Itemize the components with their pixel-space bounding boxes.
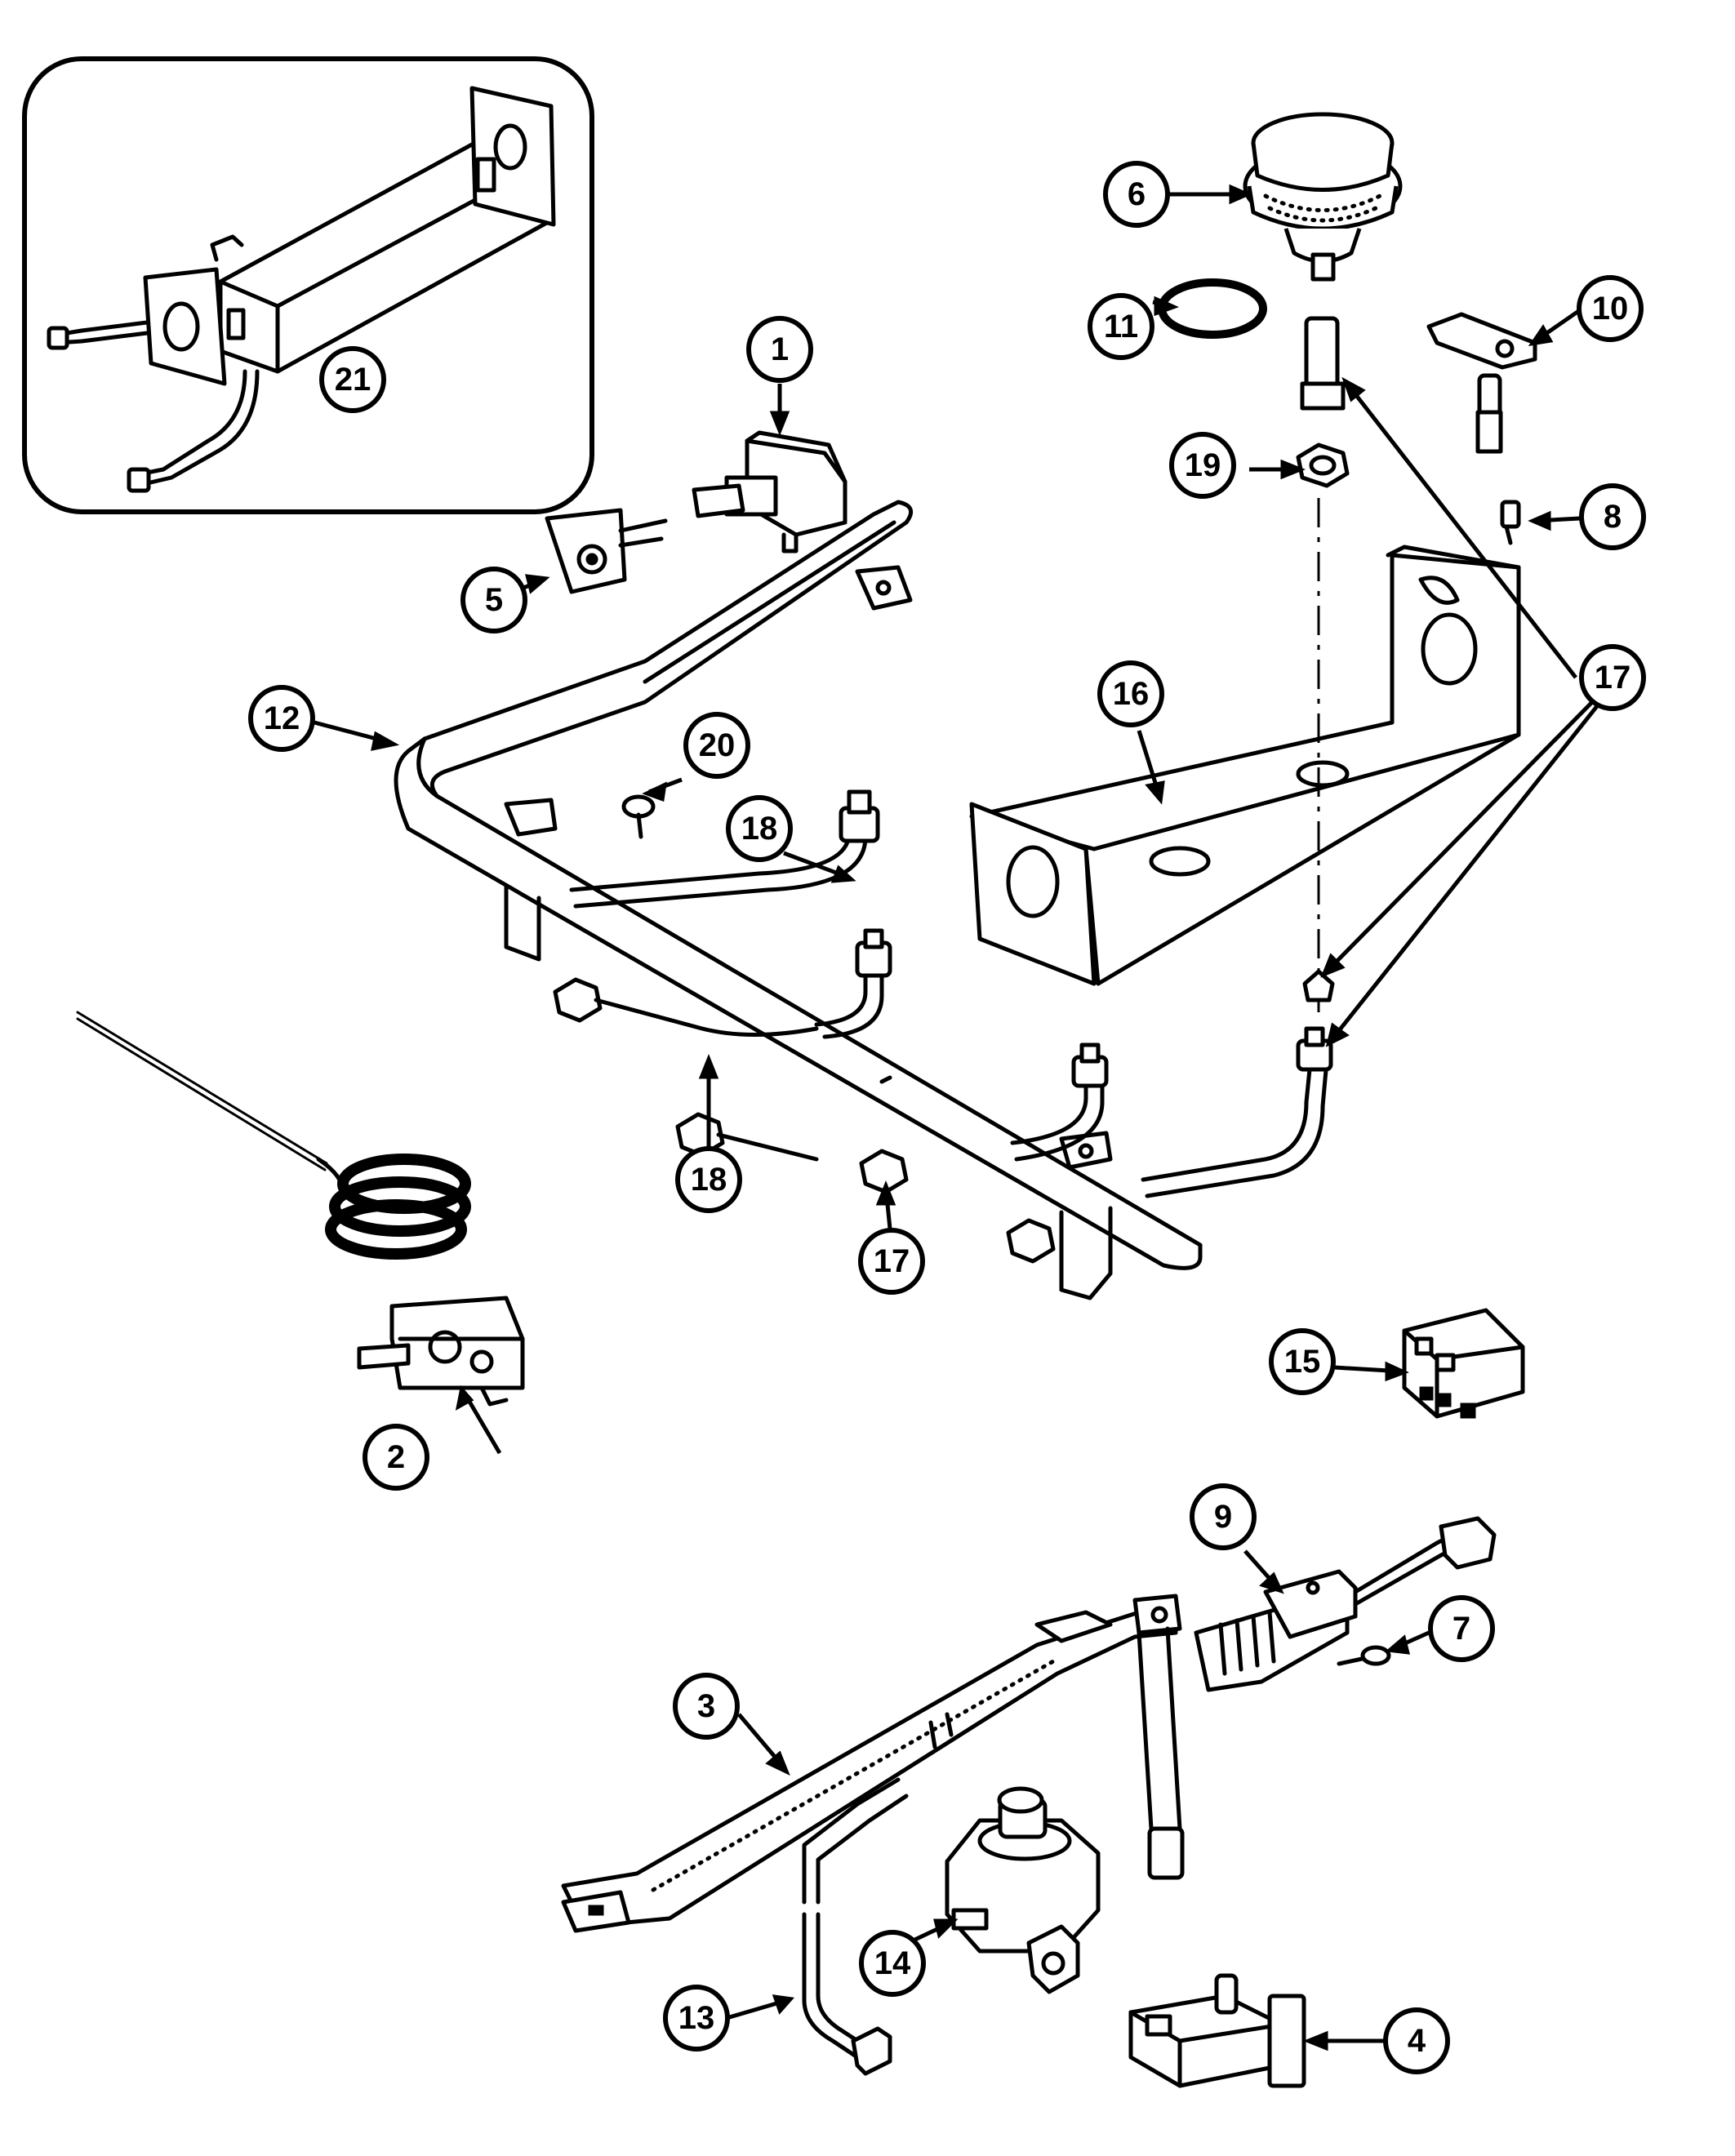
part-16-burner-bracket — [969, 545, 1521, 986]
callout-1: 1 — [746, 316, 813, 383]
callout-21: 21 — [319, 346, 386, 413]
callout-label: 1 — [771, 331, 789, 367]
callout-label: 10 — [1592, 291, 1629, 327]
part-6-burner-head — [1243, 112, 1403, 282]
callout-label: 4 — [1408, 2023, 1426, 2059]
arrowheads — [371, 184, 1554, 2052]
part-14-pressure-regulator — [945, 1786, 1101, 1994]
callout-15: 15 — [1269, 1328, 1336, 1395]
callout-label: 12 — [264, 700, 300, 736]
callout-14: 14 — [859, 1930, 926, 1997]
callout-19: 19 — [1169, 432, 1236, 499]
callout-label: 2 — [387, 1439, 405, 1475]
callout-17-lower: 17 — [858, 1228, 925, 1295]
callout-label: 14 — [874, 1945, 911, 1981]
part-19-hex-nut — [1296, 442, 1350, 488]
part-17-orifice-spud — [1302, 969, 1335, 1002]
callout-label: 15 — [1284, 1344, 1321, 1380]
callout-label: 18 — [741, 811, 778, 847]
callout-label: 16 — [1113, 676, 1150, 712]
part-4-safety-valve — [1128, 1973, 1306, 2088]
callout-13: 13 — [663, 1985, 730, 2052]
callout-5: 5 — [460, 567, 527, 633]
part-21-burner-bracket-assembly — [47, 86, 556, 493]
part-12-gas-manifold — [394, 500, 1203, 1300]
callout-2: 2 — [363, 1424, 429, 1491]
callout-18-upper: 18 — [726, 795, 793, 862]
callout-label: 7 — [1453, 1611, 1470, 1647]
part-11-o-ring — [1158, 278, 1267, 339]
part-2-thermostat — [76, 1011, 525, 1407]
callout-label: 21 — [335, 362, 371, 398]
callout-6: 6 — [1103, 161, 1170, 228]
callout-label: 18 — [691, 1162, 727, 1198]
part-15-spark-module — [1402, 1308, 1525, 1419]
callout-label: 6 — [1128, 176, 1146, 212]
callout-label: 17 — [1595, 660, 1631, 696]
part-8-screw — [1500, 500, 1521, 545]
callout-label: 5 — [485, 582, 503, 618]
callout-label: 13 — [678, 2000, 715, 2036]
part-10-igniter-bracket — [1426, 312, 1537, 454]
callout-11: 11 — [1088, 293, 1154, 360]
part-13-oven-supply-tube — [802, 1712, 954, 2076]
callout-4: 4 — [1383, 2007, 1450, 2074]
callout-16: 16 — [1097, 660, 1164, 727]
callout-label: 9 — [1214, 1499, 1232, 1535]
part-18-burner-tubes — [553, 789, 1333, 1264]
part-orifice-hood — [1300, 316, 1346, 411]
callout-label: 19 — [1185, 447, 1221, 483]
callout-3: 3 — [673, 1673, 740, 1740]
callout-label: 8 — [1604, 499, 1622, 535]
part-5-valve-clip — [545, 508, 668, 594]
part-7-screw — [1337, 1645, 1391, 1666]
callout-label: 3 — [697, 1688, 715, 1724]
callout-20: 20 — [683, 712, 750, 779]
callout-8: 8 — [1579, 483, 1646, 550]
callout-7: 7 — [1428, 1595, 1495, 1662]
part-1-burner-valve — [692, 430, 847, 553]
part-9-igniter — [1194, 1516, 1497, 1692]
part-3-oven-burner — [561, 1594, 1185, 1933]
callout-12: 12 — [248, 685, 315, 752]
callout-label: 20 — [699, 727, 736, 763]
callout-17-upper: 17 — [1579, 644, 1646, 711]
callout-10: 10 — [1577, 275, 1644, 342]
callout-9: 9 — [1190, 1483, 1257, 1550]
callout-18-lower: 18 — [675, 1146, 742, 1213]
callout-label: 17 — [874, 1243, 910, 1279]
callout-label: 11 — [1104, 309, 1138, 345]
part-20-screw — [621, 794, 656, 839]
inset-panel — [22, 56, 594, 514]
